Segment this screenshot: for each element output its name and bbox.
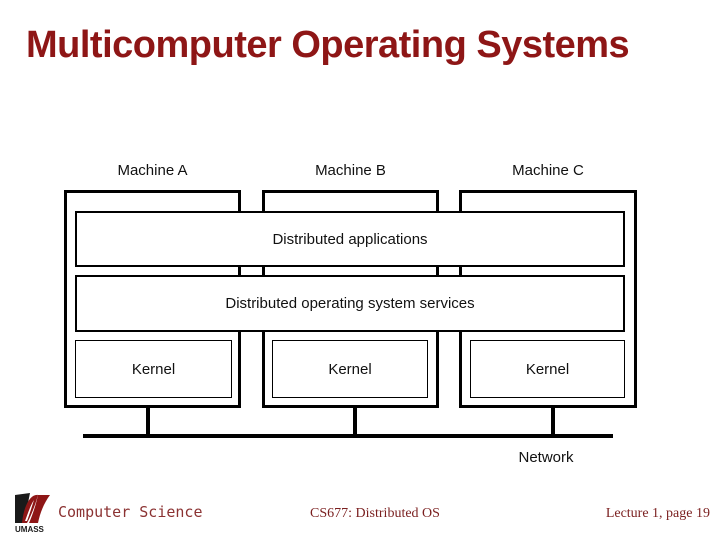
umass-logo-icon: UMASS — [15, 493, 50, 534]
kernel-a-label: Kernel — [131, 360, 176, 378]
kernel-a-box: Kernel — [75, 340, 232, 398]
footer-course: CS677: Distributed OS — [310, 506, 440, 521]
umass-logo: UMASS — [14, 492, 56, 534]
machine-c-network-connector — [551, 407, 555, 436]
umass-logo-text: UMASS — [15, 525, 45, 534]
kernel-c-box: Kernel — [470, 340, 625, 398]
network-bus-line — [83, 434, 613, 438]
footer-page-number: Lecture 1, page 19 — [605, 506, 710, 521]
distributed-os-services-band: Distributed operating system services — [75, 275, 625, 332]
machine-c-label: Machine C — [512, 162, 584, 179]
page-title: Multicomputer Operating Systems — [26, 24, 630, 66]
distributed-applications-band: Distributed applications — [75, 211, 625, 267]
kernel-c-label: Kernel — [525, 360, 570, 378]
kernel-b-label: Kernel — [328, 360, 372, 378]
distributed-os-services-label: Distributed operating system services — [225, 295, 475, 312]
distributed-applications-label: Distributed applications — [272, 230, 428, 248]
network-label: Network — [518, 449, 574, 466]
kernel-b-box: Kernel — [272, 340, 428, 398]
machine-b-network-connector — [353, 407, 357, 436]
footer-department: Computer Science — [58, 503, 203, 521]
machine-b-label: Machine B — [315, 162, 386, 179]
machine-a-network-connector — [146, 407, 150, 436]
machine-a-label: Machine A — [117, 162, 188, 179]
